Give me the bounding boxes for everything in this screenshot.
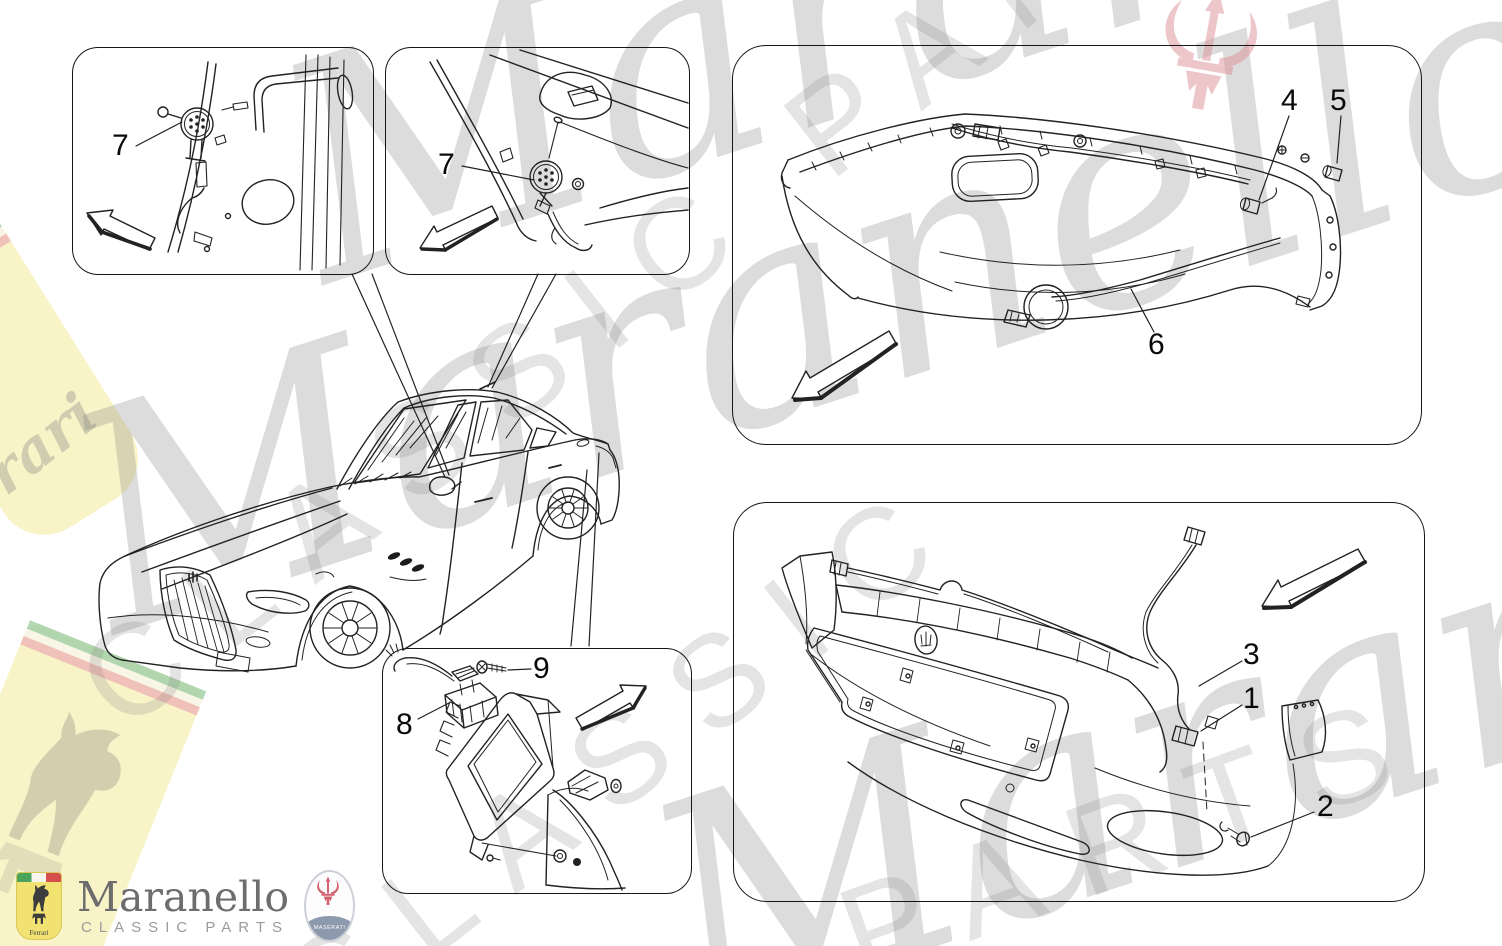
- callout-label-6[interactable]: 6: [1148, 328, 1165, 361]
- callout-label-3[interactable]: 3: [1243, 638, 1260, 671]
- callout-label-2[interactable]: 2: [1317, 790, 1334, 823]
- car-illustration: [98, 389, 620, 673]
- maranello-classic-parts-logo[interactable]: Ferrari Maranello CLASSIC PARTS MASERATI: [16, 870, 356, 942]
- maserati-trident-icon: [317, 876, 339, 905]
- callout-label-4[interactable]: 4: [1281, 84, 1298, 117]
- plate-bracket-ecu-drawing: [385, 643, 647, 891]
- maserati-badge-text: MASERATI: [313, 925, 346, 931]
- panel-interior-rear-buzzer: [72, 47, 374, 275]
- callout-label-5[interactable]: 5: [1330, 84, 1347, 117]
- callout-label-8[interactable]: 8: [396, 708, 413, 741]
- panel-rear-bumper: [732, 45, 1422, 445]
- panel-plate-bracket-ecu: [382, 648, 692, 894]
- brand-name-text: Maranello: [77, 872, 290, 921]
- interior-dash-buzzer-drawing: [419, 49, 689, 252]
- brand-subtitle-text: CLASSIC PARTS: [81, 919, 289, 937]
- italian-stripes: [17, 873, 61, 882]
- logo-wordmark: Maranello CLASSIC PARTS: [77, 872, 290, 937]
- panel-leader-lines: [351, 273, 600, 647]
- callout-label-7-rear[interactable]: 7: [112, 129, 129, 162]
- callout-label-1[interactable]: 1: [1243, 682, 1260, 715]
- ferrari-shield-text: Ferrari: [29, 929, 49, 937]
- ferrari-shield-icon: Ferrari: [16, 872, 62, 940]
- interior-rear-buzzer-drawing: [86, 54, 354, 271]
- panel-front-bumper: [733, 502, 1425, 902]
- callout-label-9[interactable]: 9: [533, 652, 550, 685]
- badge-band: [306, 916, 354, 940]
- maserati-badge-icon: MASERATI: [304, 870, 356, 942]
- front-bumper-drawing: [781, 526, 1367, 876]
- watermark-trident-red: [1165, 0, 1257, 110]
- rear-bumper-drawing: [780, 113, 1343, 402]
- callout-label-7-dash[interactable]: 7: [438, 148, 455, 181]
- prancing-horse-icon: [32, 885, 49, 924]
